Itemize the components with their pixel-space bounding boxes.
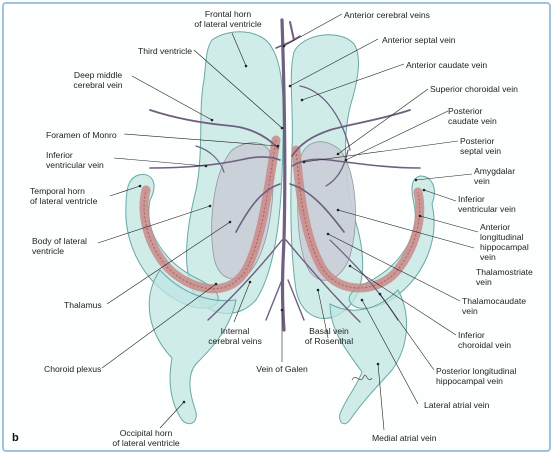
label-temporal-horn: Temporal horn of lateral ventricle xyxy=(30,186,98,206)
label-internal-cerebral-veins: Internal cerebral veins xyxy=(208,326,262,346)
label-third-ventricle: Third ventricle xyxy=(138,46,192,56)
label-posterior-caudate-vein: Posterior caudate vein xyxy=(448,106,497,126)
label-anterior-septal-vein: Anterior septal vein xyxy=(382,35,456,45)
label-posterior-septal-vein: Posterior septal vein xyxy=(460,136,502,156)
label-basal-vein-of-rosenthal: Basal vein of Rosenthal xyxy=(304,326,354,346)
label-choroid-plexus: Choroid plexus xyxy=(44,364,102,374)
label-thalamostriate-vein: Thalamostriate vein xyxy=(476,267,533,287)
label-anterior-longitudinal-hippocampal-vein: Anterior longitudinal hippocampal vein xyxy=(480,222,529,262)
panel-letter: b xyxy=(12,432,19,444)
label-deep-middle-cerebral-vein: Deep middle cerebral vein xyxy=(73,70,123,90)
label-frontal-horn: Frontal horn of lateral ventricle xyxy=(194,9,262,29)
label-vein-of-galen: Vein of Galen xyxy=(256,364,308,374)
label-amygdalar-vein: Amygdalar vein xyxy=(474,166,516,186)
label-thalamocaudate-vein: Thalamocaudate vein xyxy=(462,296,527,316)
label-medial-atrial-vein: Medial atrial vein xyxy=(372,433,437,443)
label-superior-choroidal-vein: Superior choroidal vein xyxy=(430,84,518,94)
label-inferior-choroidal-vein: Inferior choroidal vein xyxy=(458,330,512,350)
label-anterior-cerebral-veins: Anterior cerebral veins xyxy=(344,10,430,20)
choroid-plexus-texture xyxy=(143,139,421,290)
label-inferior-ventricular-vein-left: Inferior ventricular vein xyxy=(46,150,104,170)
leader-dots xyxy=(138,44,426,404)
label-posterior-longitudinal-hippocampal-vein: Posterior longitudinal hippocampal vein xyxy=(436,366,517,386)
label-inferior-ventricular-vein-right: Inferior ventricular vein xyxy=(458,194,516,214)
label-anterior-caudate-vein: Anterior caudate vein xyxy=(406,60,488,70)
leader-lines xyxy=(97,13,479,431)
label-foramen-of-monro: Foramen of Monro xyxy=(46,130,117,140)
label-occipital-horn: Occipital horn of lateral ventricle xyxy=(112,428,180,448)
label-thalamus: Thalamus xyxy=(64,300,102,310)
cerebral-veins xyxy=(149,18,421,332)
label-body-of-lateral-ventricle: Body of lateral ventricle xyxy=(32,236,87,256)
artist-signature xyxy=(351,374,373,381)
label-lateral-atrial-vein: Lateral atrial vein xyxy=(424,400,490,410)
